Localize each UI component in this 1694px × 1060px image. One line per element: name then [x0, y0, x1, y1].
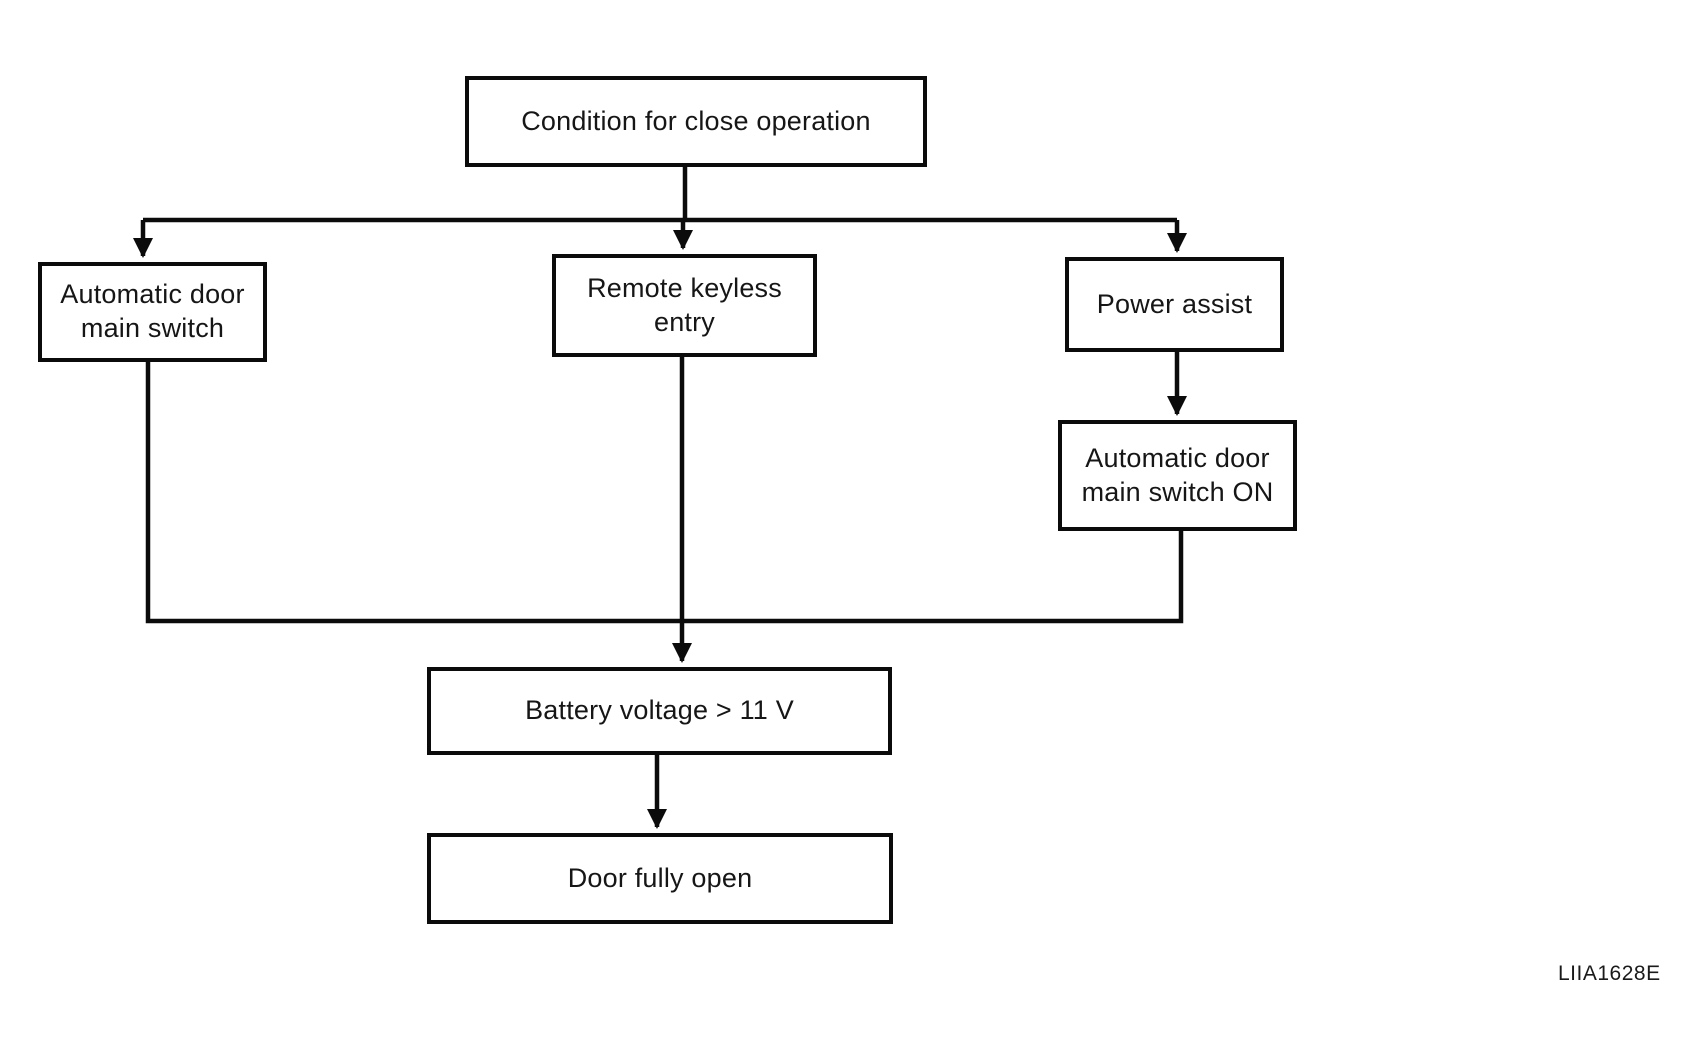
figure-code-label: LIIA1628E — [1558, 962, 1661, 985]
node-condition-for-close-operation: Condition for close operation — [465, 76, 927, 167]
node-label: Door fully open — [567, 862, 753, 893]
node-label: Condition for close operation — [521, 105, 871, 136]
node-label: Battery voltage > 11 V — [525, 695, 794, 726]
node-battery-voltage: Battery voltage > 11 V — [427, 667, 892, 755]
node-automatic-door-main-switch: Automatic door main switch — [38, 262, 267, 362]
node-label: Automatic door main switch ON — [1081, 442, 1274, 507]
node-label: Automatic door main switch — [60, 279, 245, 343]
node-power-assist: Power assist — [1065, 257, 1284, 352]
node-door-fully-open: Door fully open — [427, 833, 893, 924]
connector-collector-bar — [145, 362, 1184, 624]
node-label: Remote keyless entry — [587, 272, 782, 337]
node-remote-keyless-entry: Remote keyless entry — [552, 254, 817, 357]
node-label: Power assist — [1096, 288, 1253, 319]
node-automatic-door-main-switch-on: Automatic door main switch ON — [1058, 420, 1297, 531]
